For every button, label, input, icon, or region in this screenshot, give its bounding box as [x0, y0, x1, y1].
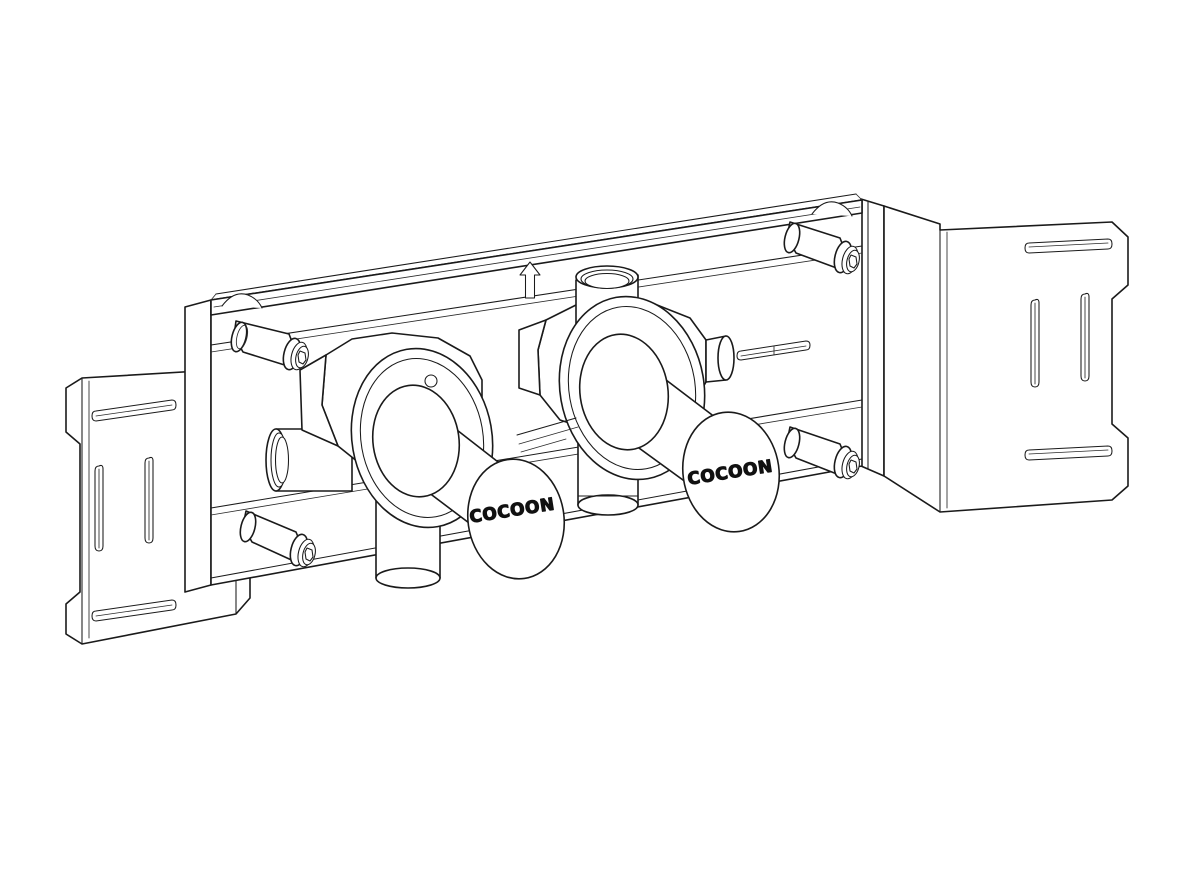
- backplate-flange-rear-edge: [215, 193, 857, 295]
- hex-socket-stud-top-left: [230, 320, 309, 371]
- backplate-slot-right: [736, 340, 811, 361]
- bracket-right-horizontal-slot-bottom: [1024, 445, 1113, 461]
- hex-socket-stud-bottom-right: [783, 426, 860, 480]
- bracket-left-vertical-slot-inner: [94, 464, 104, 552]
- backplate-notch-right: [811, 201, 853, 217]
- bracket-left-vertical-slot-outer: [144, 456, 154, 544]
- hex-socket-tl: [297, 350, 307, 365]
- valve-right-handle-face: [681, 411, 781, 533]
- bracket-right-horizontal-slot-top: [1024, 238, 1113, 254]
- bracket-right-return-flange: [860, 198, 885, 477]
- wall-bracket-right: [860, 198, 1129, 513]
- hex-socket-br: [848, 459, 858, 474]
- outlet-port-bottom-rim: [577, 494, 639, 516]
- bracket-right-face: [883, 205, 1129, 513]
- valve-left-handle-face: [466, 458, 566, 580]
- valve-left-flange-inner: [359, 357, 485, 519]
- hex-socket-stud-bottom-left: [239, 510, 316, 568]
- thermostatic-valve-left: COCOON: [299, 332, 566, 580]
- valve-right-flange-inner: [567, 305, 697, 471]
- bracket-left-horizontal-slot-top: [91, 399, 177, 422]
- valve-right-left-arm: [518, 319, 547, 396]
- diverter-valve-right: COCOON: [518, 265, 781, 533]
- inlet-port-left: [265, 428, 353, 492]
- hex-socket-tr: [848, 254, 858, 269]
- hex-socket-bl: [304, 547, 314, 562]
- bracket-right-vertical-slot-inner: [1030, 298, 1040, 388]
- backplate-rib-upper-2: [210, 252, 863, 353]
- valve-right-handle-back: [578, 333, 670, 451]
- stud-collar-tl: [230, 321, 248, 353]
- flow-direction-arrow-icon: [519, 261, 541, 299]
- outlet-port-top-bore: [584, 272, 630, 290]
- valve-left-shoulder: [299, 354, 339, 447]
- set-screw-hole: [424, 374, 438, 388]
- backplate-notch-left: [221, 293, 263, 309]
- backplate-rib-upper: [210, 245, 863, 346]
- bracket-left-horizontal-slot-bottom: [91, 599, 177, 622]
- bracket-right-vertical-slot-outer: [1080, 292, 1090, 382]
- backplate-flange-end-left: [210, 293, 217, 301]
- inlet-pipe-bore: [274, 436, 290, 484]
- valve-connector-detail: [516, 417, 579, 453]
- stud-collar-tr: [783, 222, 801, 254]
- valve-left-handle-back: [371, 384, 461, 498]
- backplate-flange-end-right: [855, 193, 863, 201]
- backplate-left-web: [184, 299, 212, 593]
- valve-right-right-arm-cap: [717, 335, 735, 381]
- drop-tube-bottom-rim: [375, 567, 441, 589]
- backplate-flange-crease: [213, 206, 861, 308]
- stud-collar-bl: [239, 511, 257, 543]
- hex-socket-stud-top-right: [783, 221, 860, 275]
- stud-collar-br: [783, 427, 801, 459]
